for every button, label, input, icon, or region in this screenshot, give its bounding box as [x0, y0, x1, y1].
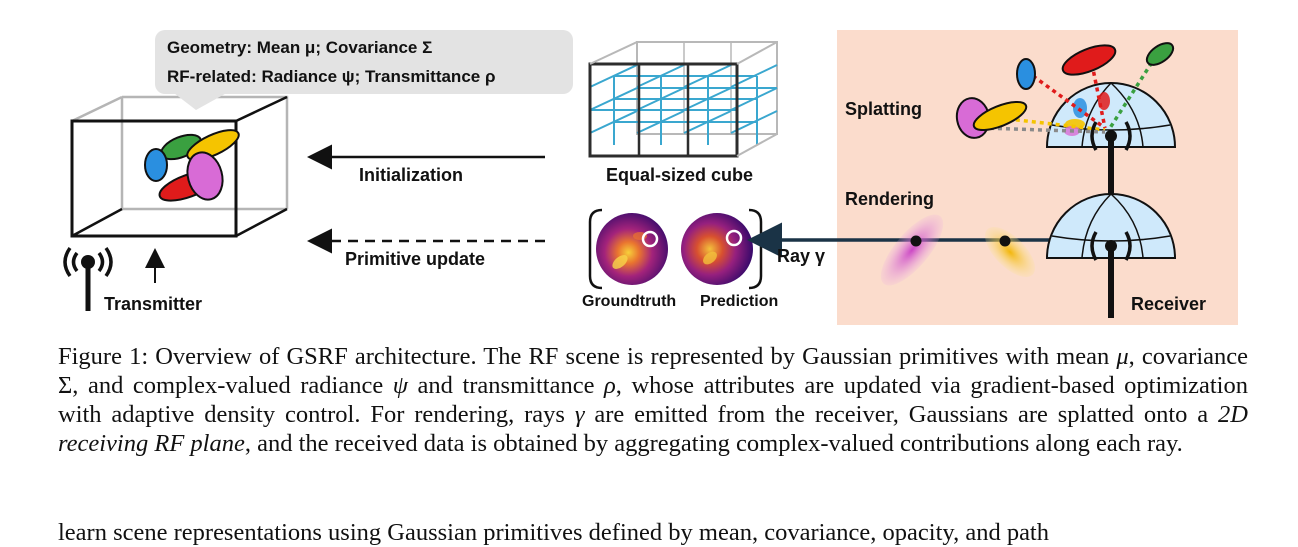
splat-gaussian-yellow: [972, 101, 1028, 131]
attributes-callout: Geometry: Mean μ; Covariance Σ RF-relate…: [155, 30, 573, 94]
caption-emphasis: 2D receiving RF plane: [58, 401, 1248, 457]
rendering-gaussian-pink: [880, 214, 944, 286]
splat-gaussian-red: [1061, 44, 1117, 76]
caption-symbol: ρ: [604, 372, 616, 399]
equal-cube-grid: [588, 41, 778, 158]
primitive-update-label: Primitive update: [345, 249, 486, 269]
caption-text: Figure 1: Overview of GSRF architecture.…: [58, 343, 1117, 370]
transmitter-label: Transmitter: [104, 294, 203, 314]
receiver-dome: [1045, 193, 1177, 318]
architecture-figure: Geometry: Mean μ; Covariance Σ RF-relate…: [63, 30, 1238, 325]
geometry-attributes: Geometry: Mean μ; Covariance Σ: [167, 38, 433, 57]
caption-text: , and the received data is obtained by a…: [244, 430, 1183, 457]
sample-point: [910, 235, 922, 247]
equal-cube-label: Equal-sized cube: [606, 165, 754, 185]
sample-point: [999, 235, 1011, 247]
initialization-label: Initialization: [359, 165, 464, 185]
receiver-label: Receiver: [1131, 294, 1207, 314]
transmitter-antenna-icon: [63, 246, 113, 311]
caption-symbol: γ: [574, 401, 585, 428]
groundtruth-label: Groundtruth: [582, 293, 677, 310]
caption-symbol: μ: [1116, 343, 1129, 370]
gaussian-cluster: [144, 129, 240, 202]
splatting-label: Splatting: [845, 99, 922, 119]
rendering-gaussian-yellow: [985, 227, 1035, 277]
splat-gaussian-green: [1145, 42, 1175, 66]
rendering-label: Rendering: [845, 189, 935, 209]
prediction-heatmap: [681, 213, 753, 285]
callout-wedge: [170, 90, 232, 110]
body-paragraph: learn scene representations using Gaussi…: [58, 519, 1049, 546]
scene-box: [70, 95, 289, 238]
caption-text: are emitted from the receiver, Gaussians…: [584, 401, 1219, 428]
rf-attributes: RF-related: Radiance ψ; Transmittance ρ: [167, 67, 496, 86]
prediction-label: Prediction: [700, 293, 779, 310]
caption-text: , whose attributes are updated via gradi…: [58, 372, 1248, 428]
figure-caption: Figure 1: Overview of GSRF architecture.…: [58, 342, 1248, 458]
groundtruth-heatmap: [596, 213, 668, 285]
caption-text: , covariance Σ, and complex-valued radia…: [58, 343, 1248, 399]
splat-gaussian-blue: [1016, 58, 1036, 90]
caption-text: and transmittance: [407, 372, 604, 399]
ray-label: Ray γ: [777, 246, 826, 266]
left-bracket: [588, 208, 603, 290]
caption-symbol: ψ: [392, 372, 408, 399]
